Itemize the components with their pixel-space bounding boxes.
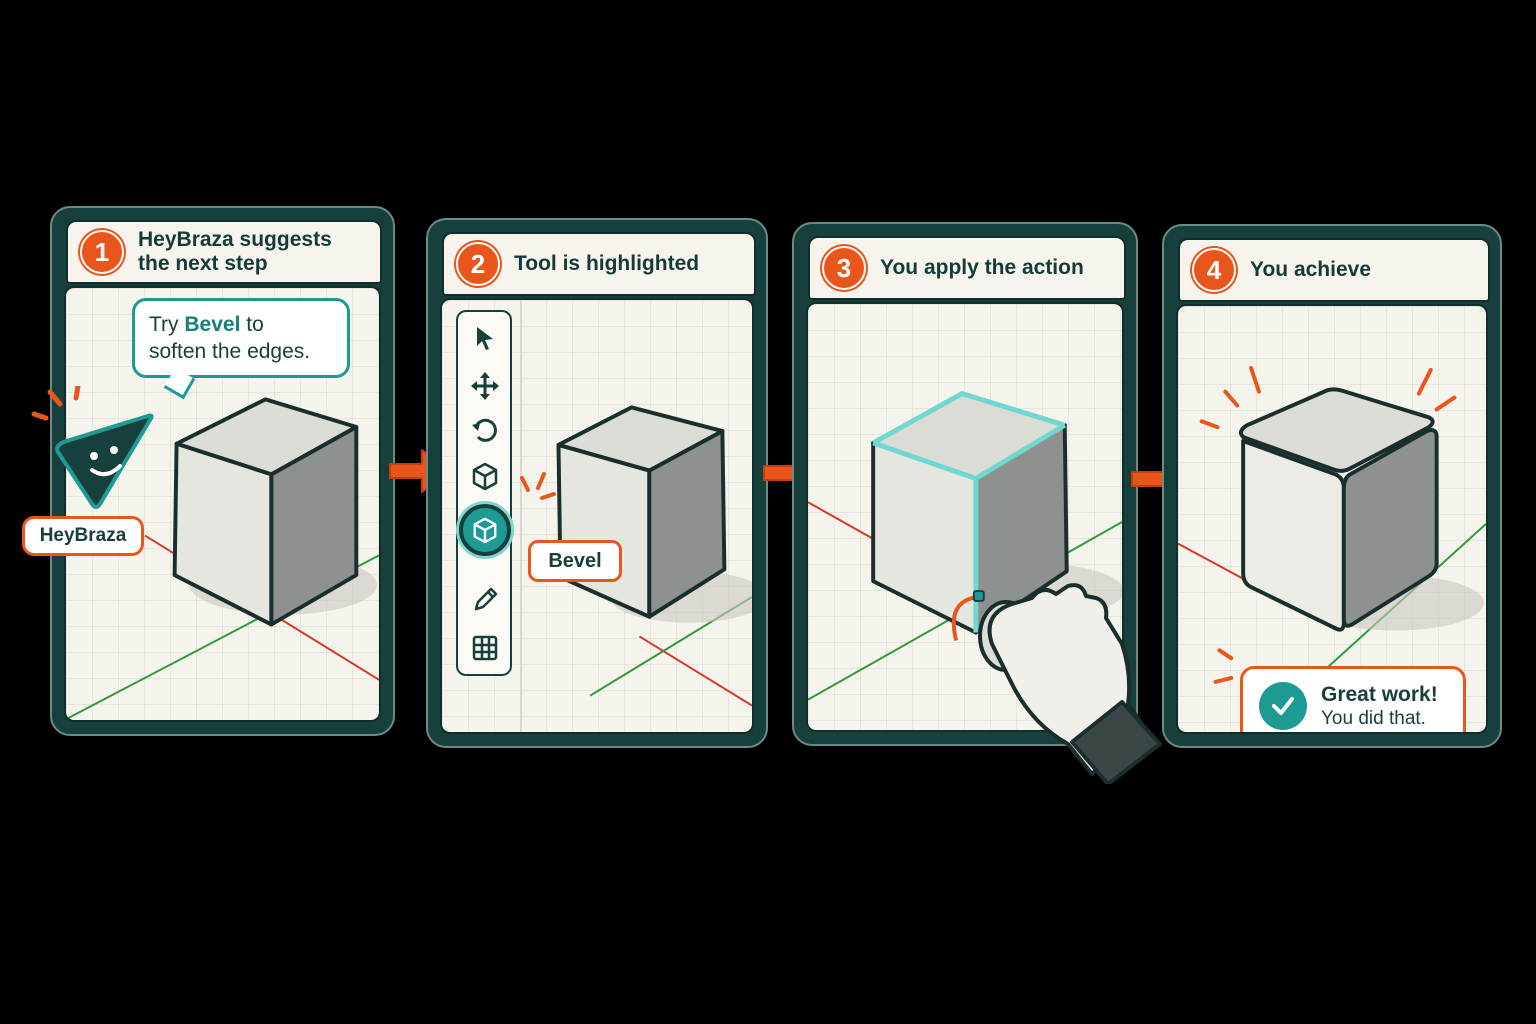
step-1-title: HeyBraza suggests the next step	[138, 227, 332, 275]
step-4-panel: 4 You achieve	[1162, 224, 1502, 748]
toast-spark-icon	[1213, 648, 1234, 684]
bevel-edge-highlight	[871, 391, 1066, 633]
toolbar-select-tool[interactable]	[467, 320, 503, 356]
cube-top-face	[1238, 387, 1435, 473]
pencil-icon	[474, 587, 498, 611]
step-1-panel: 1 HeyBraza suggests the next step Try Be…	[22, 206, 395, 736]
cube	[556, 405, 727, 619]
step-1-number: 1	[80, 230, 124, 274]
toolbar-pencil-tool[interactable]	[467, 582, 503, 618]
success-check-icon	[1259, 682, 1307, 730]
cube	[172, 397, 359, 627]
step-3-panel: 3 You apply the action	[792, 222, 1162, 784]
cube-side-face	[647, 429, 727, 619]
cube-side-face	[1341, 428, 1439, 628]
hand-mouse-icon[interactable]	[972, 574, 1162, 784]
move-arrows-icon	[471, 372, 499, 400]
toolbar-cube-tool[interactable]	[467, 458, 503, 494]
step-4-viewport: Great work! You did that.	[1176, 304, 1488, 734]
step-4-scene	[1178, 365, 1486, 732]
step-3-header: 3 You apply the action	[808, 236, 1126, 300]
assistant-speech-bubble: Try Bevel to soften the edges.	[132, 298, 350, 378]
success-toast: Great work! You did that.	[1240, 666, 1466, 732]
toolbar-move-tool[interactable]	[467, 368, 503, 404]
toast-title: Great work!	[1321, 682, 1438, 706]
bevel-handle	[972, 590, 985, 602]
active-tool-label: Bevel	[528, 540, 622, 582]
step-3-number: 3	[822, 246, 866, 290]
cube-front-face	[172, 441, 274, 627]
highlight-spark-icon	[520, 472, 556, 500]
cube-front-face	[556, 442, 652, 619]
step-1-scene	[66, 397, 379, 720]
assistant-mascot-icon[interactable]	[30, 386, 158, 514]
cube-icon	[472, 462, 498, 491]
drag-path-arrow	[951, 595, 979, 641]
step-2-panel: 2 Tool is highlighted	[426, 218, 768, 748]
toolbar-bevel-tool-active[interactable]	[459, 504, 511, 556]
step-1-header: 1 HeyBraza suggests the next step	[66, 220, 382, 284]
step-4-header: 4 You achieve	[1178, 238, 1490, 302]
speech-prefix: Try	[149, 313, 185, 336]
step-4-title: You achieve	[1250, 257, 1371, 281]
step-2-header: 2 Tool is highlighted	[442, 232, 756, 296]
toolbar-rotate-tool[interactable]	[467, 412, 503, 448]
step-2-viewport: Bevel	[440, 298, 754, 734]
speech-suffix: to soften the edges.	[149, 313, 311, 364]
step-3-title: You apply the action	[880, 255, 1084, 279]
x-axis-line	[638, 635, 752, 707]
cube-front-face	[1241, 439, 1346, 632]
toast-text: Great work! You did that.	[1321, 682, 1438, 731]
tool-toolbar	[456, 310, 512, 676]
step-2-title: Tool is highlighted	[514, 251, 700, 275]
toolbar-divider	[520, 300, 522, 732]
toast-subtitle: You did that.	[1321, 707, 1426, 729]
step-4-number: 4	[1192, 248, 1236, 292]
step-2-number: 2	[456, 242, 500, 286]
beveled-cube	[1238, 387, 1439, 632]
grid-icon	[472, 635, 498, 661]
celebration-burst-icon	[1199, 365, 1457, 430]
bevel-cube-icon	[473, 517, 497, 544]
rotate-icon	[472, 418, 497, 442]
cube-side-face	[269, 425, 359, 627]
assistant-name-tag: HeyBraza	[22, 516, 144, 556]
select-arrow-icon	[477, 327, 493, 350]
speech-highlight: Bevel	[184, 313, 241, 336]
toolbar-grid-tool[interactable]	[467, 630, 503, 666]
